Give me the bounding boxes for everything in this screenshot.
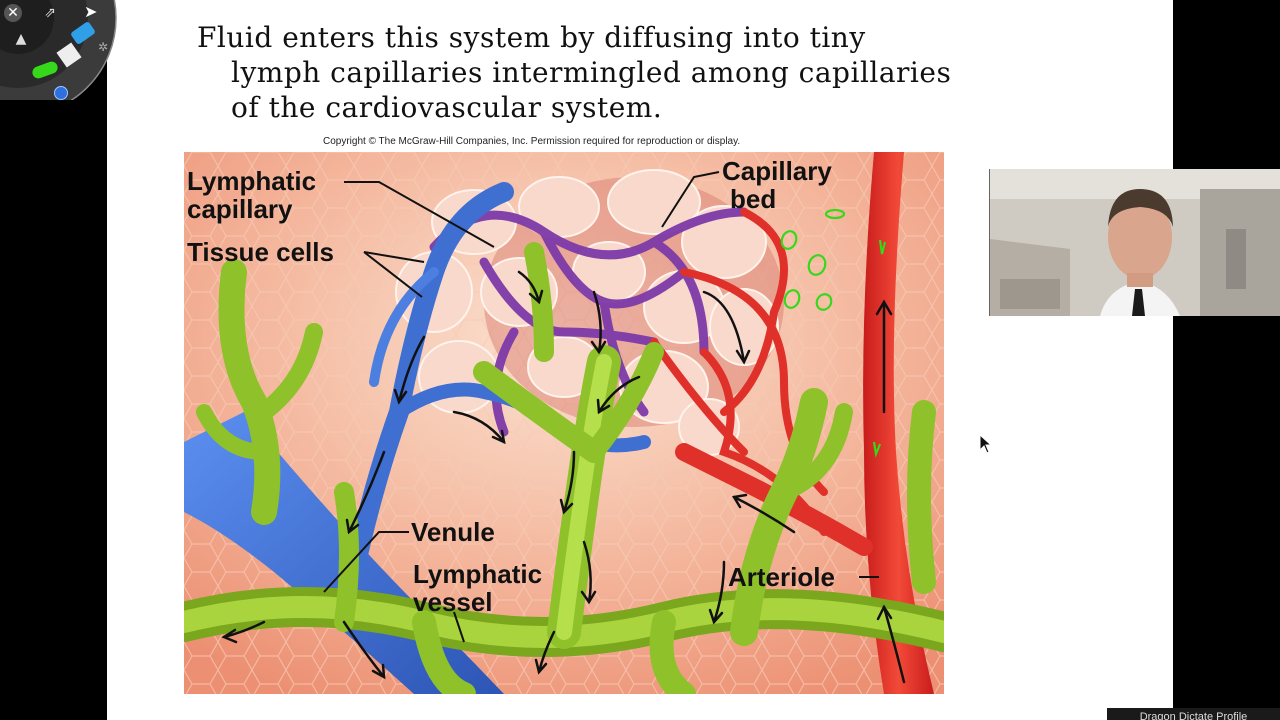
label-lymphatic-capillary-line1: Lymphatic bbox=[187, 166, 317, 196]
label-capillary-bed: Capillary bed bbox=[722, 157, 832, 213]
label-lymphatic-vessel-line1: Lymphatic bbox=[413, 559, 543, 589]
label-capillary-bed-line1: Capillary bbox=[722, 156, 832, 186]
eraser-icon[interactable]: ▲ bbox=[15, 31, 27, 47]
slide-text-line-2: lymph capillaries intermingled among cap… bbox=[231, 56, 952, 89]
capillary-bed bbox=[395, 169, 828, 536]
presenter-webcam bbox=[989, 169, 1280, 316]
label-lymphatic-vessel: Lymphatic vessel bbox=[413, 560, 542, 616]
copyright-notice: Copyright © The McGraw-Hill Companies, I… bbox=[323, 136, 741, 147]
lymphatic-diagram-illustration bbox=[164, 152, 964, 706]
dragon-dictate-profile-tab[interactable]: Dragon Dictate Profile bbox=[1107, 708, 1280, 720]
presentation-slide: Fluid enters this system by diffusing in… bbox=[107, 0, 1173, 720]
slide-text-line-3: of the cardiovascular system. bbox=[231, 91, 663, 124]
label-tissue-cells: Tissue cells bbox=[187, 237, 334, 267]
label-arteriole: Arteriole bbox=[728, 562, 835, 592]
label-lymphatic-vessel-line2: vessel bbox=[413, 587, 493, 617]
settings-icon[interactable]: ✲ bbox=[98, 40, 109, 54]
color-dot-icon[interactable] bbox=[54, 86, 68, 100]
label-leaders bbox=[323, 171, 879, 643]
label-lymphatic-capillary-line2: capillary bbox=[187, 194, 293, 224]
mouse-cursor-icon bbox=[979, 434, 993, 454]
label-capillary-bed-line2: bed bbox=[730, 184, 777, 214]
annotation-ink bbox=[780, 208, 887, 459]
share-icon[interactable]: ⇗ bbox=[44, 5, 56, 21]
arteriole-vessel bbox=[863, 152, 934, 694]
slide-body-text: Fluid enters this system by diffusing in… bbox=[197, 20, 1097, 125]
slide-text-line-1: Fluid enters this system by diffusing in… bbox=[197, 21, 866, 54]
presenter-video-icon bbox=[990, 169, 1280, 316]
label-venule: Venule bbox=[411, 517, 495, 547]
pointer-icon[interactable]: ➤ bbox=[84, 2, 98, 21]
close-icon[interactable]: ✕ bbox=[4, 4, 22, 22]
flow-arrows bbox=[221, 270, 906, 684]
annotation-tool-palette[interactable]: ✕ ⇗ ➤ ▲ ✲ bbox=[0, 0, 118, 117]
label-lymphatic-capillary: Lymphatic capillary bbox=[187, 167, 316, 223]
lymphatic-diagram: Lymphatic capillary Tissue cells Capilla… bbox=[164, 152, 993, 706]
